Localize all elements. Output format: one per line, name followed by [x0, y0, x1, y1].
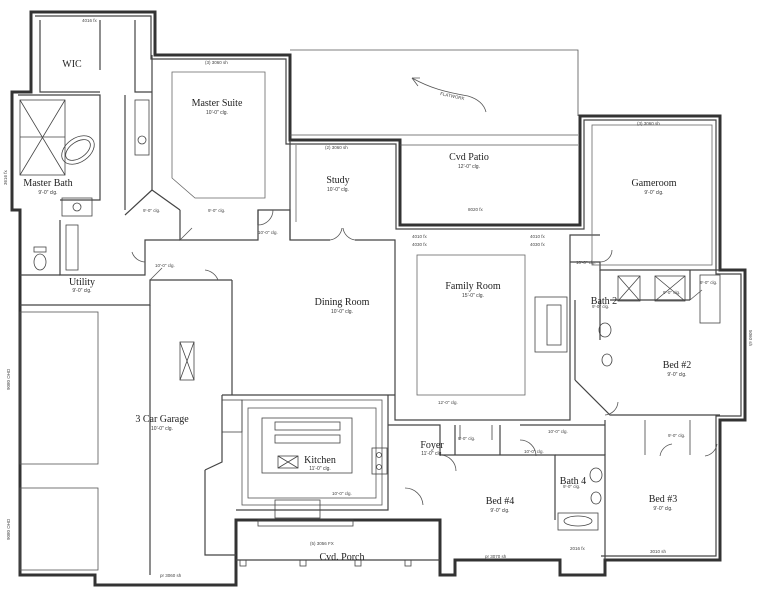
note-patio-door: 8020 fx [468, 207, 484, 212]
patio-outline [290, 49, 579, 146]
note-window-4030-b: 4030 fx [530, 242, 546, 247]
flatwork-arrow [411, 77, 487, 113]
ceiling-master-suite: 10'-0" clg. [206, 110, 228, 116]
note-garage-door-a: 9080 OHD [6, 368, 11, 390]
ceiling-gameroom: 9'-0" clg. [644, 190, 663, 196]
note-clg-study-hall: 10'-0" clg. [258, 230, 278, 235]
note-bath-window: 3616 fx [3, 169, 8, 185]
label-garage: 3 Car Garage [135, 414, 189, 425]
note-clg-bed2-closet: 9'-0" clg. [700, 280, 717, 285]
ceiling-master-bath: 9'-0" clg. [38, 190, 57, 196]
label-dining-room: Dining Room [315, 297, 370, 308]
note-game-window: (3) 3060 sh [637, 121, 660, 126]
note-clg-bed-hall: 10'-0" clg. [524, 449, 544, 454]
porch-columns [239, 559, 412, 567]
note-bed3-window: 3010 sh [650, 549, 667, 554]
ceiling-foyer: 11'-0" clg. [421, 451, 443, 457]
note-garage-window: pr 3060 sh [160, 573, 182, 578]
label-master-bath: Master Bath [23, 178, 72, 189]
ceiling-study: 10'-0" clg. [327, 187, 349, 193]
label-bath-4: Bath 4 [560, 476, 586, 487]
note-clg-bed-hall-2: 10'-0" clg. [548, 429, 568, 434]
garage-bays [19, 311, 195, 571]
note-garage-door-b: 9080 OHD [6, 518, 11, 540]
label-cvd-porch: Cvd. Porch [320, 552, 365, 563]
note-bed2-window: 5060 sh [748, 330, 753, 347]
kitchen-fixtures [221, 399, 388, 527]
note-window-4010-a: 4010 fx [412, 234, 428, 239]
note-study-window: (2) 3060 sh [325, 145, 348, 150]
note-flatwork: FLATWORK [440, 91, 465, 101]
ceiling-bed-2: 9'-0" clg. [667, 372, 686, 378]
label-wic: WIC [62, 59, 82, 70]
note-porch-window: (5) 3056 FX [310, 541, 334, 546]
note-bed4-window: pr 3070 sh [485, 554, 507, 559]
ceiling-trays [171, 71, 713, 396]
note-clg-family-room: 12'-0" clg. [438, 400, 458, 405]
note-wic-window: 4016 fx [82, 18, 98, 23]
master-bath-fixtures [19, 99, 150, 271]
ceiling-dining-room: 10'-0" clg. [331, 309, 353, 315]
label-study: Study [326, 175, 349, 186]
label-gameroom: Gameroom [632, 178, 677, 189]
label-kitchen: Kitchen [304, 455, 336, 466]
ceiling-family-room: 15'-0" clg. [462, 293, 484, 299]
label-bath-2: Bath 2 [591, 296, 617, 307]
ceiling-kitchen: 11'-0" clg. [309, 466, 331, 472]
interior-walls [18, 20, 720, 575]
exterior-walls [10, 10, 747, 587]
note-clg-bath2: 9'-0" clg. [663, 290, 680, 295]
door-swings [131, 209, 718, 506]
note-clg-bed3-closet: 9'-0" clg. [668, 433, 685, 438]
note-clg-bath2-sub: 9'-0" clg. [592, 304, 609, 309]
note-master-window: (3) 3060 sh [205, 60, 228, 65]
room-labels: WIC Master Suite 10'-0" clg. Master Bath… [23, 59, 691, 563]
note-window-4030-a: 4030 fx [412, 242, 428, 247]
ceiling-garage: 10'-0" clg. [151, 426, 173, 432]
ceiling-cvd-patio: 12'-0" clg. [458, 164, 480, 170]
annotations: FLATWORK (5) 3056 FX (3) 3060 sh (2) 306… [3, 18, 753, 578]
label-cvd-patio: Cvd Patio [449, 152, 489, 163]
label-bed-3: Bed #3 [649, 494, 678, 505]
note-clg-bed4-closet: 9'-0" clg. [458, 436, 475, 441]
ceiling-bed-3: 9'-0" clg. [653, 506, 672, 512]
family-room-fireplace [534, 296, 568, 353]
label-foyer: Foyer [420, 440, 444, 451]
ceiling-utility: 9'-0" clg. [72, 288, 91, 294]
note-clg-utility-hall: 10'-0" clg. [155, 263, 175, 268]
label-family-room: Family Room [445, 281, 501, 292]
label-master-suite: Master Suite [192, 98, 243, 109]
label-bed-2: Bed #2 [663, 360, 692, 371]
note-clg-master-closet: 9'-0" clg. [143, 208, 160, 213]
note-bath4-window: 2016 fx [570, 546, 586, 551]
ceiling-bed-4: 9'-0" clg. [490, 508, 509, 514]
note-clg-master-hall: 9'-0" clg. [208, 208, 225, 213]
bath-fixtures [459, 274, 721, 531]
label-utility: Utility [69, 277, 95, 288]
note-clg-kitchen: 10'-0" clg. [332, 491, 352, 496]
note-clg-bath4: 9'-0" clg. [563, 484, 580, 489]
note-clg-bath2-hall: 10'-0" clg. [576, 260, 596, 265]
note-window-4010-b: 4010 fx [530, 234, 546, 239]
label-bed-4: Bed #4 [486, 496, 515, 507]
